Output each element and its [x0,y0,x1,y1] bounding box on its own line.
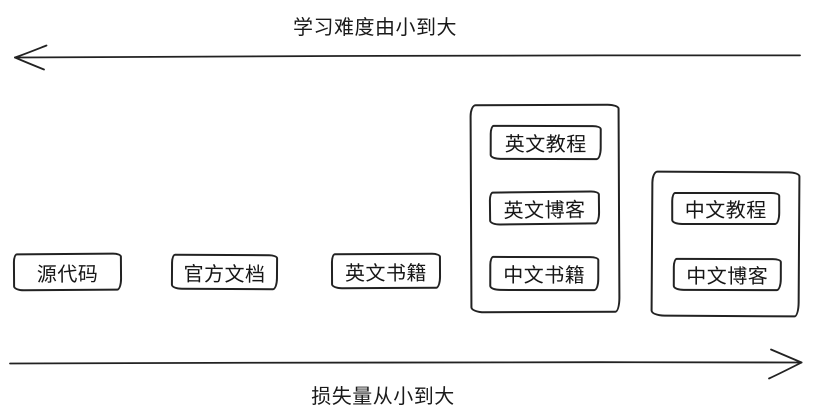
group-chinese-resources: 中文教程 中文博客 [650,170,801,318]
node-chinese-tutorials: 中文教程 [671,191,781,226]
left-arrow [14,44,801,71]
left-arrow-line [14,54,801,59]
node-chinese-blogs: 中文博客 [672,257,782,292]
top-axis-label: 学习难度由小到大 [293,15,457,39]
left-arrow-barb-lower [14,56,45,71]
node-english-tutorials: 英文教程 [489,124,602,161]
right-arrow-barb-lower [768,361,803,380]
node-source-code: 源代码 [12,252,123,292]
right-arrow [9,348,803,380]
node-english-books: 英文书籍 [330,252,442,290]
node-official-docs: 官方文档 [170,253,279,291]
right-arrow-barb-upper [770,348,803,364]
group-english-resources: 英文教程 英文博客 中文书籍 [469,103,621,314]
node-chinese-books: 中文书籍 [489,255,600,292]
right-arrow-line [9,361,803,365]
bottom-axis-label: 损失量从小到大 [311,384,455,408]
left-arrow-barb-upper [14,44,48,59]
node-english-blogs: 英文博客 [488,190,601,226]
